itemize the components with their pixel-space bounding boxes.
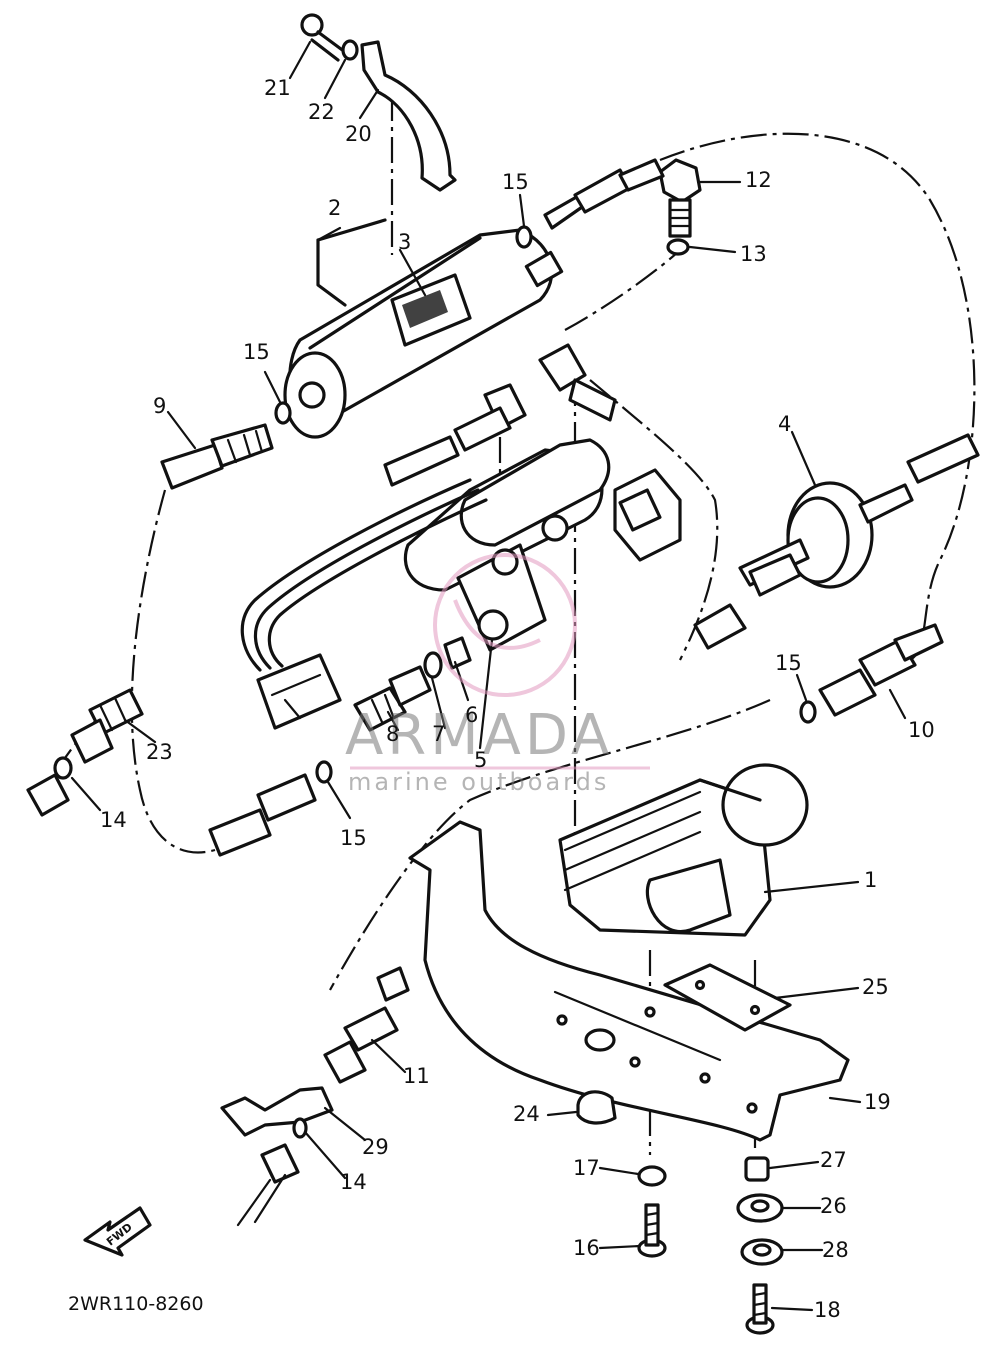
elbow-fittings bbox=[383, 343, 617, 487]
hose-lines-lower bbox=[236, 1173, 287, 1227]
watermark-emblem bbox=[350, 553, 650, 770]
callout-12: 12 bbox=[745, 168, 772, 192]
callout-6: 6 bbox=[465, 703, 479, 727]
callout-9: 9 bbox=[153, 394, 167, 418]
part-17-washer bbox=[637, 1165, 667, 1187]
mount-lines bbox=[648, 950, 757, 1155]
part-19-bracket bbox=[408, 820, 850, 1142]
part-7-oring bbox=[423, 651, 443, 679]
hose-route-outer bbox=[659, 132, 976, 661]
callout-13: 13 bbox=[740, 242, 767, 266]
hose-end-lower bbox=[260, 1143, 300, 1184]
part-20-clamp bbox=[360, 40, 457, 192]
callout-17: 17 bbox=[573, 1156, 600, 1180]
part-10-fitting bbox=[818, 623, 944, 717]
part-15-oring-right bbox=[799, 700, 817, 724]
part-6-filter bbox=[443, 636, 472, 670]
lower-hose-fitting bbox=[208, 773, 317, 857]
hose-route-left bbox=[130, 489, 216, 854]
callout-26: 26 bbox=[820, 1194, 847, 1218]
short-hoses bbox=[693, 433, 980, 650]
hose-route-mid bbox=[564, 249, 681, 331]
part-8-fitting bbox=[353, 665, 432, 732]
part-23-fitting bbox=[70, 688, 144, 764]
callout-20: 20 bbox=[345, 122, 372, 146]
callout-11: 11 bbox=[403, 1064, 430, 1088]
callout-15-left: 15 bbox=[243, 340, 270, 364]
callout-28: 28 bbox=[822, 1238, 849, 1262]
callout-25: 25 bbox=[862, 975, 889, 999]
part-25-plate bbox=[663, 963, 792, 1032]
part-14-oring-left bbox=[53, 756, 73, 780]
part-14-oring-lower bbox=[292, 1117, 308, 1139]
watermark-brand: ARMADA bbox=[345, 703, 614, 768]
part-15-oring-bottom bbox=[315, 760, 333, 784]
callout-1: 1 bbox=[864, 868, 878, 892]
part-11-fitting bbox=[323, 966, 410, 1084]
callout-10: 10 bbox=[908, 718, 935, 742]
callout-3: 3 bbox=[398, 230, 412, 254]
part-29-clip bbox=[220, 1086, 334, 1137]
callout-19: 19 bbox=[864, 1090, 891, 1114]
part-15-oring-top bbox=[515, 225, 533, 249]
part-12-banjo-bolt bbox=[658, 158, 702, 238]
part-9-hose bbox=[160, 423, 274, 490]
hose-end-left bbox=[26, 773, 70, 817]
watermark-tagline: marine outboards bbox=[348, 768, 610, 796]
part-28-washer bbox=[740, 1238, 784, 1266]
hose-route-lower bbox=[329, 698, 771, 991]
callout-2: 2 bbox=[328, 196, 342, 220]
callout-22: 22 bbox=[308, 100, 335, 124]
callout-14-left: 14 bbox=[100, 808, 127, 832]
callout-4: 4 bbox=[778, 412, 792, 436]
part-5-solenoid-valve bbox=[403, 438, 682, 652]
part-18-screw bbox=[745, 1283, 775, 1335]
callout-29: 29 bbox=[362, 1135, 389, 1159]
callout-16: 16 bbox=[573, 1236, 600, 1260]
part-22-washer bbox=[341, 39, 359, 61]
leader-lines bbox=[70, 40, 907, 1312]
part-21-bolt bbox=[300, 13, 347, 62]
part-3-label bbox=[390, 273, 472, 347]
callout-15-top: 15 bbox=[502, 170, 529, 194]
upper-fitting bbox=[543, 158, 665, 230]
callout-15-right: 15 bbox=[775, 651, 802, 675]
part-27-collar bbox=[744, 1156, 770, 1182]
part-24-grommet bbox=[576, 1090, 617, 1125]
part-13-washer bbox=[666, 238, 690, 256]
part-1-pump bbox=[558, 763, 809, 937]
fwd-arrow bbox=[83, 1206, 152, 1257]
part-26-washer bbox=[736, 1193, 784, 1223]
diagram-code: 2WR110-8260 bbox=[68, 1293, 204, 1315]
callout-8: 8 bbox=[386, 722, 400, 746]
callout-5: 5 bbox=[474, 748, 488, 772]
part-15-oring-left bbox=[274, 401, 292, 425]
wire-harness bbox=[240, 478, 488, 730]
callout-23: 23 bbox=[146, 740, 173, 764]
callout-27: 27 bbox=[820, 1148, 847, 1172]
callout-24: 24 bbox=[513, 1102, 540, 1126]
part-16-screw bbox=[637, 1203, 667, 1258]
callout-14-lower: 14 bbox=[340, 1170, 367, 1194]
callout-7: 7 bbox=[432, 722, 446, 746]
callout-18: 18 bbox=[814, 1298, 841, 1322]
callout-21: 21 bbox=[264, 76, 291, 100]
callout-15-bottom: 15 bbox=[340, 826, 367, 850]
